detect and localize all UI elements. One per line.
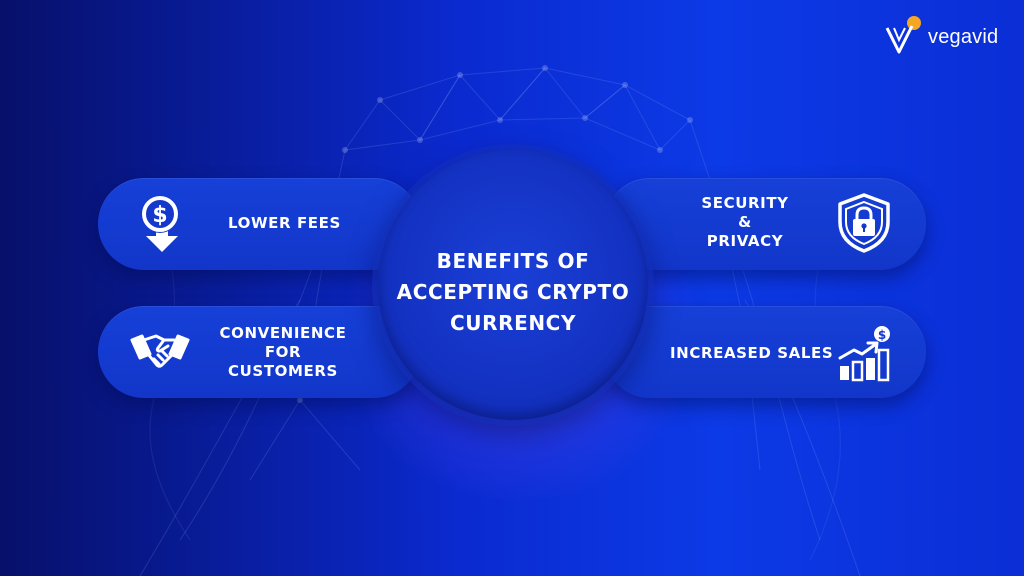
benefit-increased-sales: INCREASED SALES $	[604, 306, 926, 398]
vegavid-logo-text: vegavid	[928, 26, 999, 48]
center-title: BENEFITS OF ACCEPTING CRYPTO CURRENCY	[396, 249, 630, 335]
benefit-lower-fees-label: LOWER FEES	[228, 214, 341, 232]
vegavid-logo-mark	[885, 16, 921, 54]
benefit-lower-fees: $ LOWER FEES	[98, 178, 420, 270]
svg-text:$: $	[152, 203, 167, 228]
sales-growth-chart-icon: $	[838, 326, 890, 382]
center-title-circle: BENEFITS OF ACCEPTING CRYPTO CURRENCY	[378, 150, 648, 420]
shield-lock-icon	[838, 193, 890, 253]
benefit-convenience: CONVENIENCE FOR CUSTOMERS	[98, 306, 420, 398]
vegavid-logo: vegavid	[884, 14, 998, 58]
dollar-down-arrow-icon: $	[141, 195, 179, 252]
benefit-security-privacy: SECURITY & PRIVACY	[604, 178, 926, 270]
handshake-icon	[130, 334, 190, 368]
benefit-convenience-label: CONVENIENCE FOR CUSTOMERS	[219, 324, 347, 380]
benefit-security-label: SECURITY & PRIVACY	[701, 194, 789, 250]
svg-text:$: $	[878, 328, 886, 342]
benefit-sales-label: INCREASED SALES	[670, 344, 834, 362]
